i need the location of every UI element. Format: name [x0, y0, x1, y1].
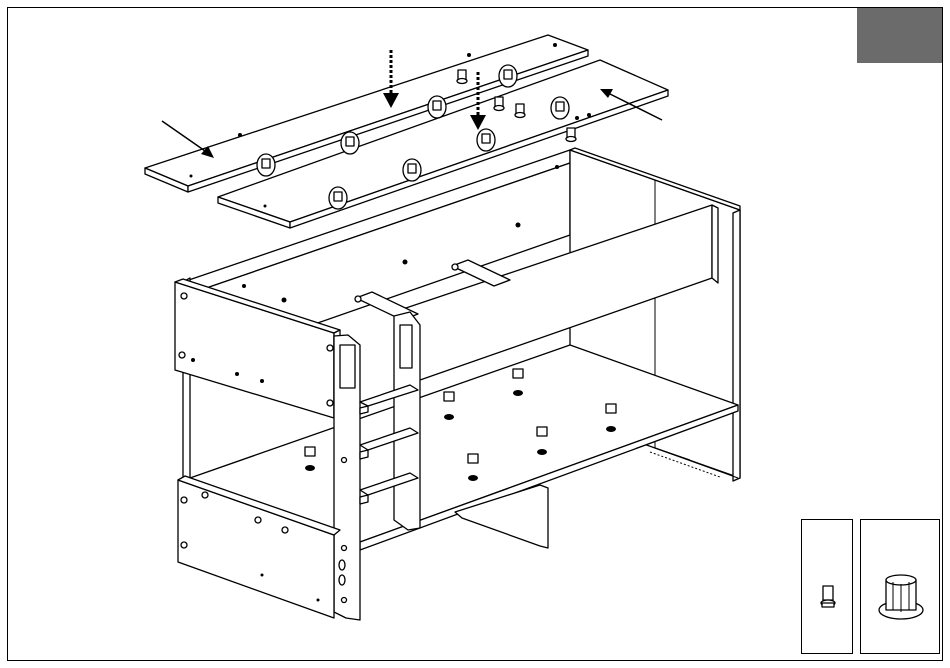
bushing-icon [861, 520, 941, 655]
cam-dowel-icon [802, 520, 854, 655]
part-box-dowel [801, 519, 853, 654]
part-box-bushing [860, 519, 940, 654]
insert-arrow-left [162, 121, 214, 158]
